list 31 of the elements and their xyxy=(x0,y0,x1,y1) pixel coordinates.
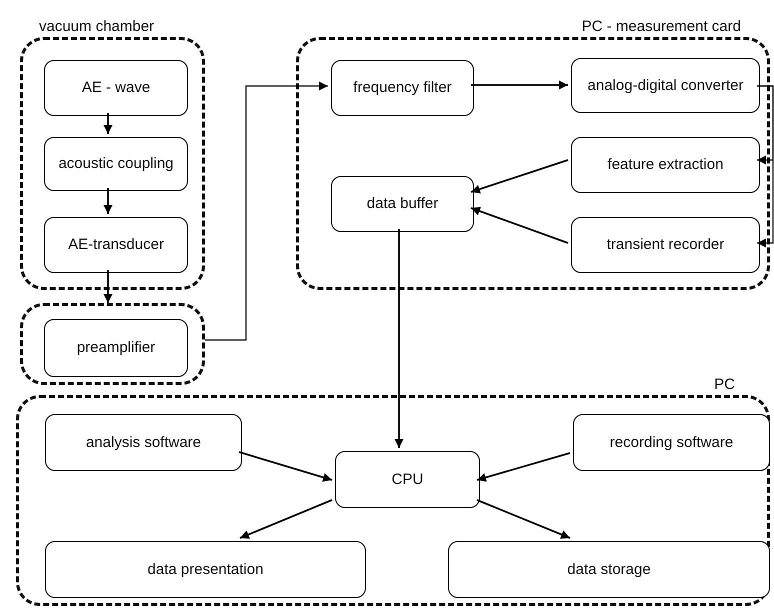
process-box: transient recorder xyxy=(571,217,760,273)
process-box: AE - wave xyxy=(44,60,188,116)
process-box: frequency filter xyxy=(331,60,474,116)
arrow xyxy=(476,499,570,539)
arrow xyxy=(104,188,112,214)
process-box: CPU xyxy=(335,451,480,508)
arrow xyxy=(240,499,332,539)
group-heading: vacuum chamber xyxy=(39,18,154,35)
arrow xyxy=(470,159,568,194)
process-box: AE-transducer xyxy=(44,217,188,273)
dashed-group-frame xyxy=(20,303,205,385)
process-box: data presentation xyxy=(45,541,366,598)
process-box: acoustic coupling xyxy=(44,137,188,191)
group-heading: PC - measurement card xyxy=(582,18,741,35)
arrow xyxy=(104,270,112,303)
process-box: data storage xyxy=(448,541,770,598)
process-box: analysis software xyxy=(45,414,242,471)
group-heading: PC xyxy=(714,376,735,393)
arrow xyxy=(205,82,328,341)
arrow xyxy=(476,452,570,482)
process-box: feature extraction xyxy=(571,137,760,193)
arrow xyxy=(104,113,112,134)
process-box: data buffer xyxy=(331,176,474,232)
arrow xyxy=(757,85,774,248)
arrow xyxy=(471,80,568,90)
process-box: preamplifier xyxy=(44,319,188,377)
process-box: analog-digital converter xyxy=(571,58,760,113)
arrow xyxy=(470,206,568,244)
arrow xyxy=(394,229,404,448)
arrow xyxy=(238,451,332,482)
process-box: recording software xyxy=(573,414,770,471)
